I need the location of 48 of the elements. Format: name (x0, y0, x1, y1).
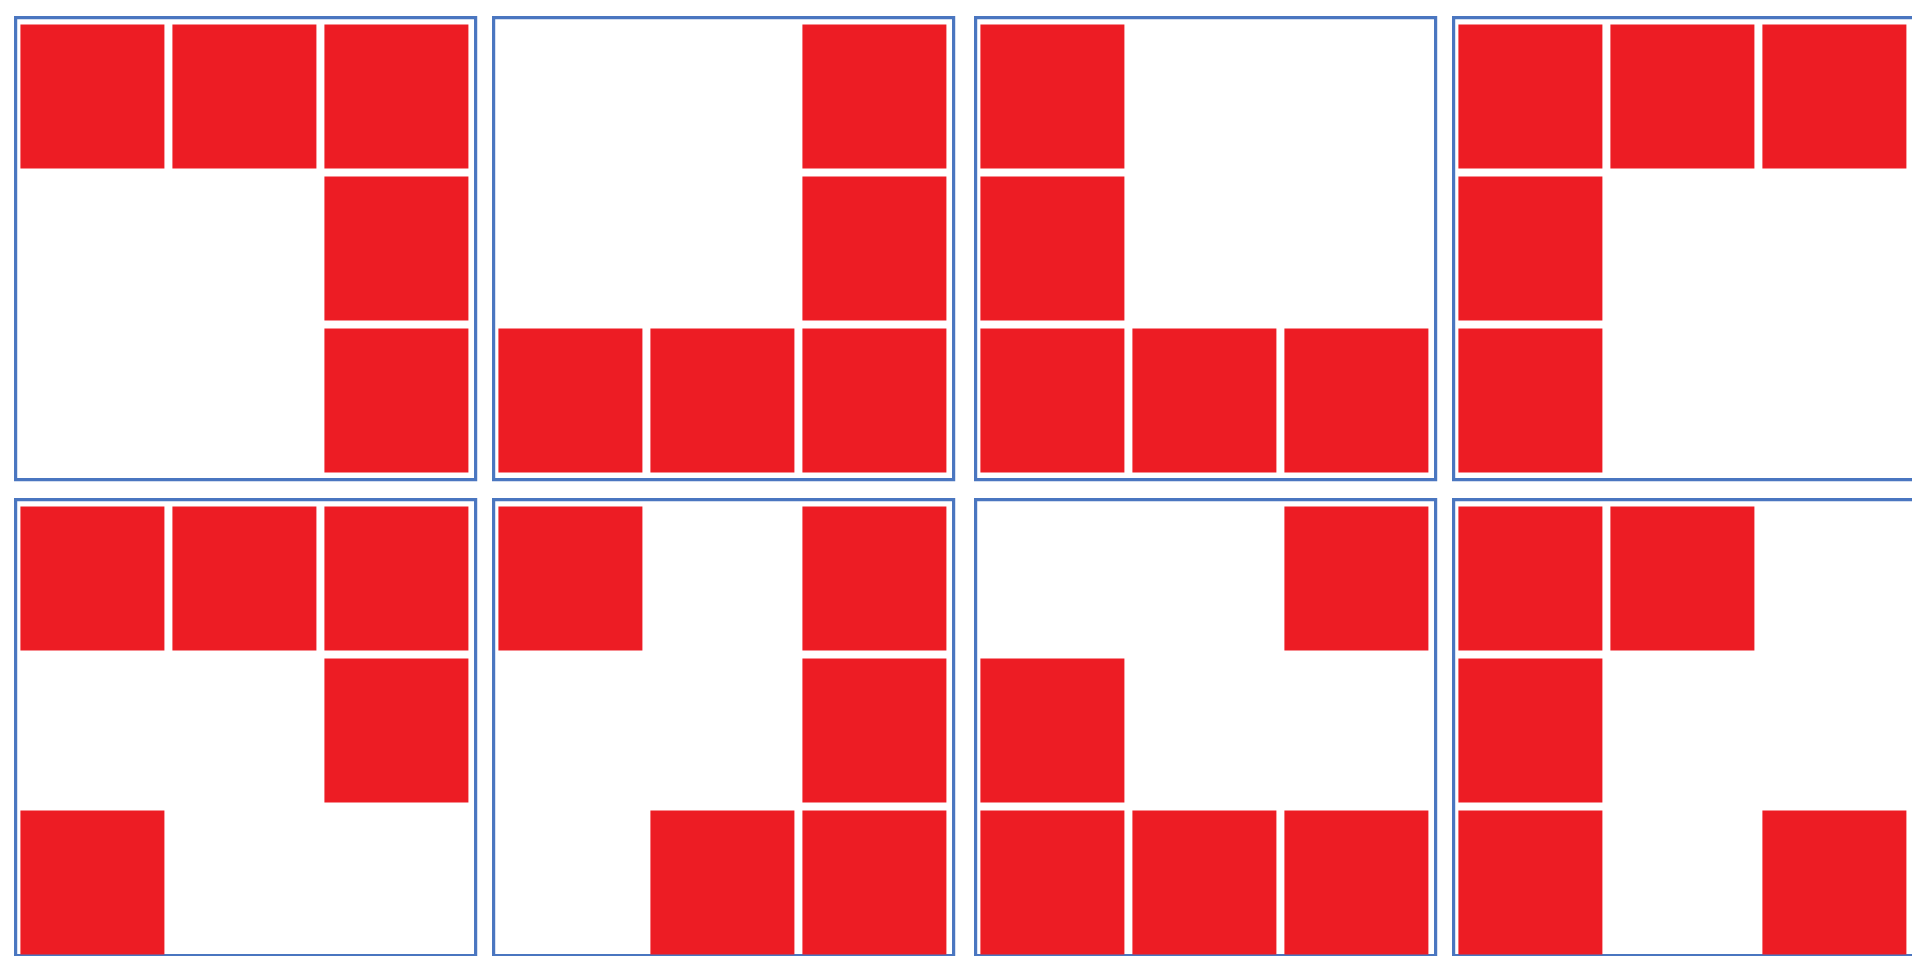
filled-square (980, 810, 1125, 955)
filled-square (802, 810, 947, 955)
filled-square (1284, 810, 1429, 955)
filled-square (324, 506, 469, 651)
filled-square (1458, 24, 1603, 169)
filled-square (324, 24, 469, 169)
grid-panel (492, 16, 956, 482)
filled-square (802, 176, 947, 321)
filled-square (324, 328, 469, 473)
filled-square (1458, 176, 1603, 321)
filled-square (1284, 328, 1429, 473)
filled-square (1610, 506, 1755, 651)
filled-square (980, 658, 1125, 803)
grid-panel (14, 498, 478, 956)
filled-square (20, 24, 165, 169)
filled-square (802, 658, 947, 803)
grid-panel (14, 16, 478, 482)
grid-panel (1452, 16, 1912, 482)
filled-square (1610, 24, 1755, 169)
filled-square (980, 328, 1125, 473)
filled-square (20, 506, 165, 651)
grid-panel (974, 498, 1438, 956)
filled-square (498, 506, 643, 651)
filled-square (324, 176, 469, 321)
filled-square (324, 658, 469, 803)
filled-square (1458, 810, 1603, 955)
filled-square (1458, 506, 1603, 651)
filled-square (1284, 506, 1429, 651)
filled-square (1762, 24, 1907, 169)
filled-square (172, 506, 317, 651)
filled-square (802, 24, 947, 169)
filled-square (650, 328, 795, 473)
grid-panel (1452, 498, 1912, 956)
filled-square (650, 810, 795, 955)
filled-square (802, 328, 947, 473)
filled-square (802, 506, 947, 651)
filled-square (980, 176, 1125, 321)
filled-square (498, 328, 643, 473)
filled-square (1132, 810, 1277, 955)
filled-square (1762, 810, 1907, 955)
filled-square (172, 24, 317, 169)
filled-square (1132, 328, 1277, 473)
filled-square (1458, 658, 1603, 803)
grid-panel (492, 498, 956, 956)
filled-square (20, 810, 165, 955)
filled-square (1458, 328, 1603, 473)
filled-square (980, 24, 1125, 169)
grid-panel (974, 16, 1438, 482)
